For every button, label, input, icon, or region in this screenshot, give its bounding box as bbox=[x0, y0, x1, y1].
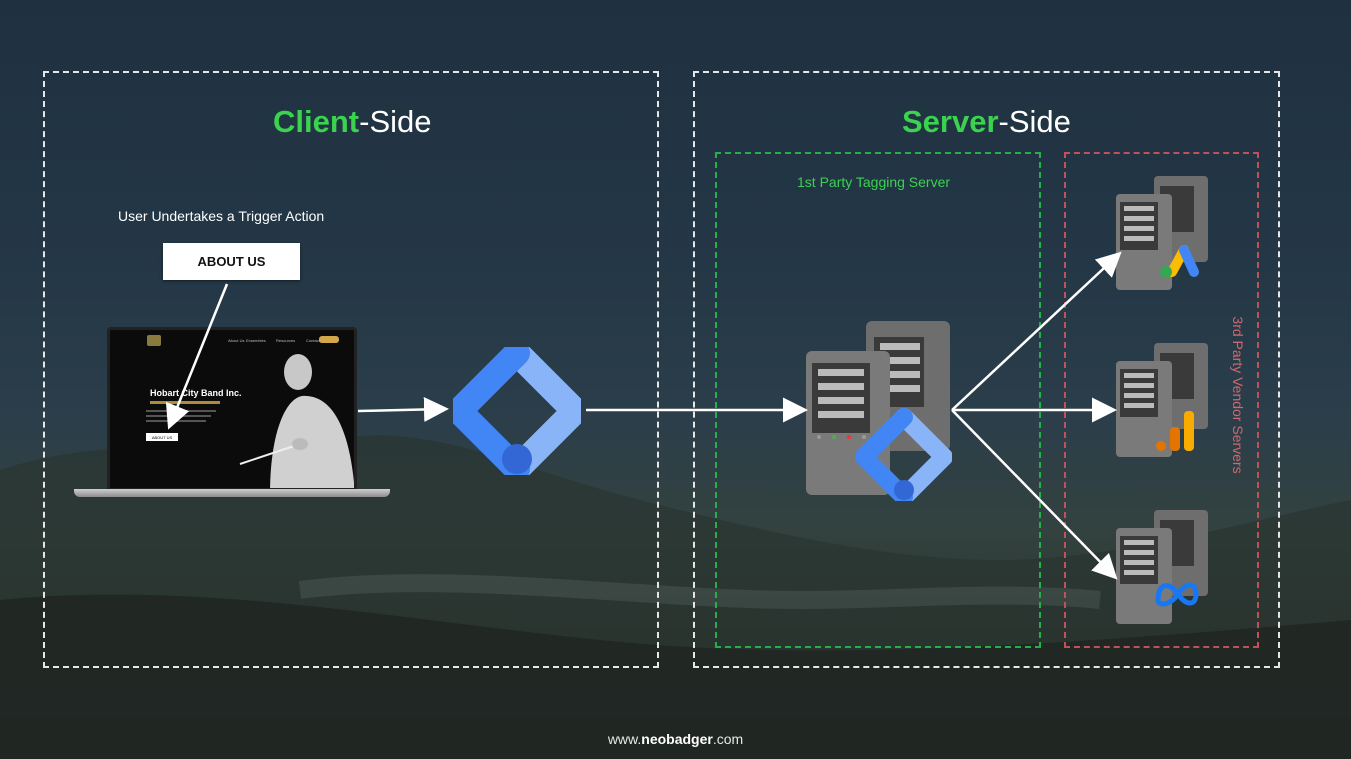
laptop-screen: About Us Ensembles Resources Contact Hob… bbox=[107, 327, 357, 491]
site-title: Hobart City Band Inc. bbox=[150, 388, 242, 398]
text-line bbox=[146, 415, 211, 417]
trigger-caption: User Undertakes a Trigger Action bbox=[118, 208, 325, 224]
site-logo bbox=[147, 335, 161, 346]
client-side-frame bbox=[43, 71, 659, 668]
title-underline bbox=[150, 401, 220, 404]
nav-item: About Us bbox=[228, 338, 245, 343]
laptop-illustration: About Us Ensembles Resources Contact Hob… bbox=[74, 327, 390, 497]
footer-url: www.neobadger.com bbox=[607, 731, 744, 747]
nav-item: Ensembles bbox=[246, 338, 266, 343]
google-analytics-server-icon bbox=[1116, 343, 1208, 457]
text-line bbox=[146, 410, 216, 412]
site-about-button: ABOUT US bbox=[146, 433, 178, 441]
text-line bbox=[146, 420, 206, 422]
server-side-frame bbox=[693, 71, 1280, 668]
conductor-photo bbox=[239, 354, 354, 488]
client-side-heading: Client-Side bbox=[273, 104, 432, 139]
nav-item: Contact bbox=[306, 338, 320, 343]
server-side-heading: Server-Side bbox=[902, 104, 1071, 139]
third-party-label: 3rd Party Vendor Servers bbox=[1230, 316, 1246, 474]
google-tag-manager-icon bbox=[453, 347, 581, 475]
meta-server-icon bbox=[1116, 510, 1208, 624]
first-party-label: 1st Party Tagging Server bbox=[797, 174, 951, 190]
nav-item: Resources bbox=[276, 338, 296, 343]
nav-button bbox=[319, 336, 339, 343]
tagging-server-icon bbox=[806, 321, 952, 501]
google-ads-server-icon bbox=[1116, 176, 1208, 290]
laptop-base bbox=[74, 489, 390, 497]
about-us-button[interactable]: ABOUT US bbox=[163, 243, 300, 280]
